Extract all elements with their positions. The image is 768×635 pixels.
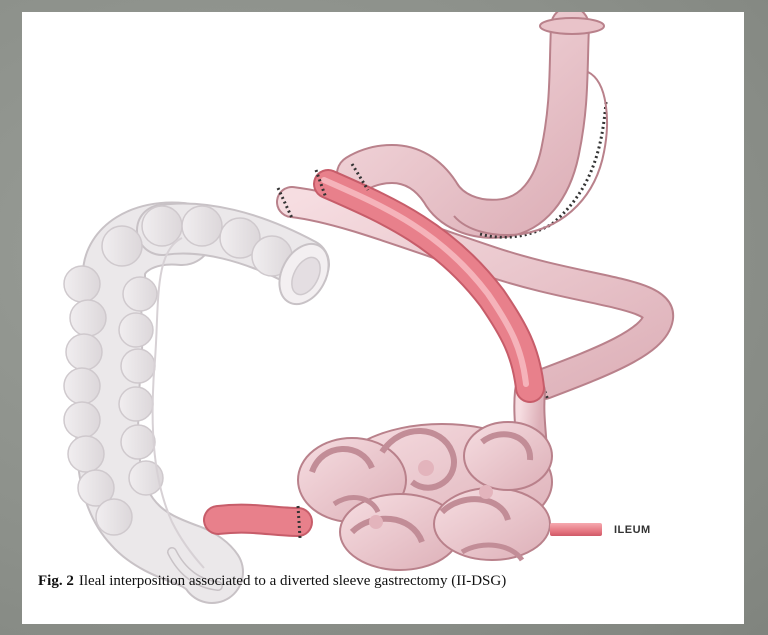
legend-label-ileum: ILEUM	[614, 524, 651, 536]
small-bowel	[298, 392, 552, 570]
figure-caption: Fig. 2 Ileal interposition associated to …	[38, 573, 718, 590]
legend-swatch-ileum	[550, 523, 602, 536]
legend: ILEUM	[550, 523, 651, 536]
caption-text: Ileal interposition associated to a dive…	[79, 573, 506, 589]
caption-figure-number: Fig. 2	[38, 573, 74, 589]
ileocecal-segment	[218, 506, 300, 538]
figure-panel: ILEUM Fig. 2 Ileal interposition associat…	[22, 12, 744, 624]
